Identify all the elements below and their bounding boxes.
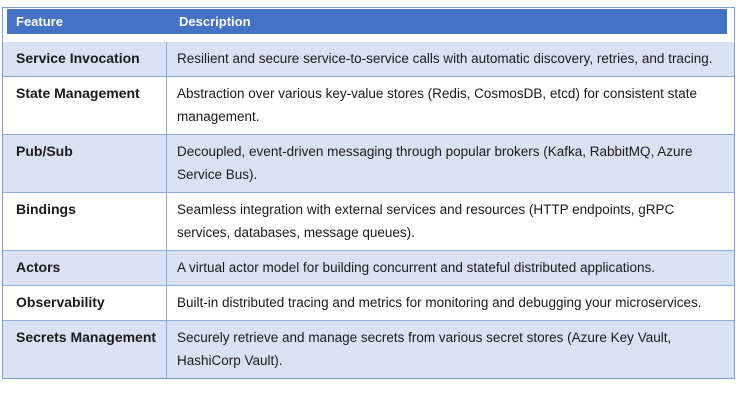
description-cell: Abstraction over various key-value store… bbox=[177, 86, 697, 124]
table-row-actors: Actors A virtual actor model for buildin… bbox=[3, 250, 734, 285]
feature-cell: Observability bbox=[3, 286, 167, 320]
feature-cell: Service Invocation bbox=[3, 42, 167, 76]
description-cell: A virtual actor model for building concu… bbox=[177, 260, 656, 275]
description-cell: Built-in distributed tracing and metrics… bbox=[177, 295, 702, 310]
description-cell: Seamless integration with external servi… bbox=[177, 202, 675, 240]
column-header-feature: Feature bbox=[16, 14, 63, 29]
table-row-secrets-management: Secrets Management Securely retrieve and… bbox=[3, 320, 734, 378]
table-row-observability: Observability Built-in distributed traci… bbox=[3, 285, 734, 320]
table-body: Service Invocation Resilient and secure … bbox=[3, 42, 734, 378]
description-cell: Resilient and secure service-to-service … bbox=[177, 51, 713, 66]
description-cell: Decoupled, event-driven messaging throug… bbox=[177, 144, 693, 182]
description-cell: Securely retrieve and manage secrets fro… bbox=[177, 330, 672, 368]
feature-cell: Secrets Management bbox=[3, 321, 167, 378]
table-row-bindings: Bindings Seamless integration with exter… bbox=[3, 192, 734, 250]
feature-cell: Pub/Sub bbox=[3, 135, 167, 192]
feature-cell: State Management bbox=[3, 77, 167, 134]
table-header-row: Feature Description bbox=[7, 9, 727, 34]
column-header-description: Description bbox=[179, 14, 251, 29]
table-row-state-management: State Management Abstraction over variou… bbox=[3, 76, 734, 134]
table-row-service-invocation: Service Invocation Resilient and secure … bbox=[3, 42, 734, 76]
feature-cell: Bindings bbox=[3, 193, 167, 250]
table-row-pub-sub: Pub/Sub Decoupled, event-driven messagin… bbox=[3, 134, 734, 192]
feature-cell: Actors bbox=[3, 251, 167, 285]
feature-table: Feature Description Service Invocation R… bbox=[2, 7, 735, 379]
